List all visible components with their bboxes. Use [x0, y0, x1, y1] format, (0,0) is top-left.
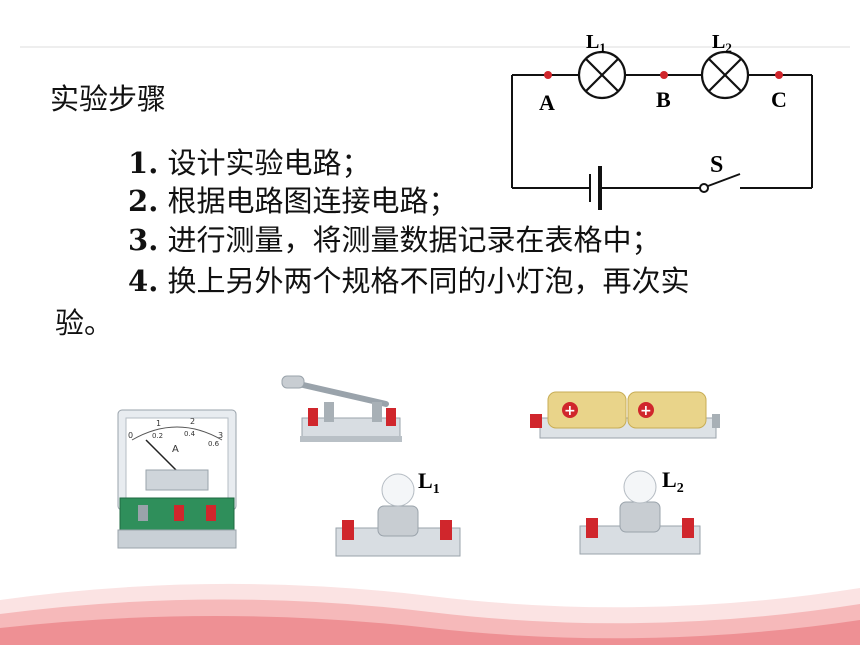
step-text: 进行测量，将测量数据记录在表格中； [167, 223, 661, 257]
step-4: 4. 换上另外两个规格不同的小灯泡，再次实 [128, 264, 690, 298]
battery-symbol [589, 166, 602, 210]
battery-plus-1: + [564, 403, 576, 419]
ammeter-image: 0 1 2 3 0.2 0.4 0.6 A [117, 409, 237, 549]
section-heading: 实验步骤 [50, 82, 167, 116]
battery-plus-2: + [640, 403, 652, 419]
switch-label: S [710, 152, 723, 178]
scale-top-2: 2 [190, 417, 195, 426]
scale-bottom-3: 0.6 [208, 440, 220, 448]
step-2: 2. 根据电路图连接电路； [128, 184, 458, 218]
bulb-1-image: L1 [335, 468, 461, 557]
scale-top-1: 1 [156, 419, 161, 428]
step-text: 换上另外两个规格不同的小灯泡，再次实 [167, 264, 690, 298]
scale-top-0: 0 [128, 431, 133, 440]
point-c-dot [775, 71, 783, 79]
point-c-label: C [771, 87, 787, 112]
step-text: 根据电路图连接电路； [167, 184, 458, 218]
step-3: 3. 进行测量，将测量数据记录在表格中； [128, 223, 661, 257]
knife-switch-image [281, 375, 402, 442]
bulb-2-label: L2 [662, 467, 684, 496]
lamp-2-symbol [700, 50, 750, 100]
top-divider [20, 46, 850, 48]
footer-wave-decoration [0, 583, 860, 645]
scale-bottom-1: 0.2 [152, 432, 163, 440]
point-a-dot [544, 71, 552, 79]
lamp-1-label: L1 [586, 31, 606, 55]
step-number: 3 [128, 223, 149, 257]
point-b-dot [660, 71, 668, 79]
switch-symbol [699, 173, 741, 193]
step-text: 设计实验电路； [167, 146, 371, 180]
scale-top-3: 3 [218, 431, 223, 440]
lamp-2-label: L2 [712, 31, 732, 55]
battery-holder-image: + + [530, 391, 720, 439]
scale-bottom-2: 0.4 [184, 430, 196, 438]
point-a-label: A [539, 90, 555, 115]
point-b-label: B [656, 87, 671, 112]
step-number: 1 [128, 146, 149, 180]
ammeter-unit: A [172, 444, 179, 455]
step-number: 2 [128, 184, 149, 218]
step-4-continuation: 验。 [55, 306, 114, 340]
bulb-1-label: L1 [418, 468, 440, 497]
lamp-1-symbol [577, 50, 627, 100]
step-number: 4 [128, 264, 149, 298]
step-1: 1. 设计实验电路； [128, 146, 371, 180]
bulb-2-image: L2 [579, 467, 701, 555]
